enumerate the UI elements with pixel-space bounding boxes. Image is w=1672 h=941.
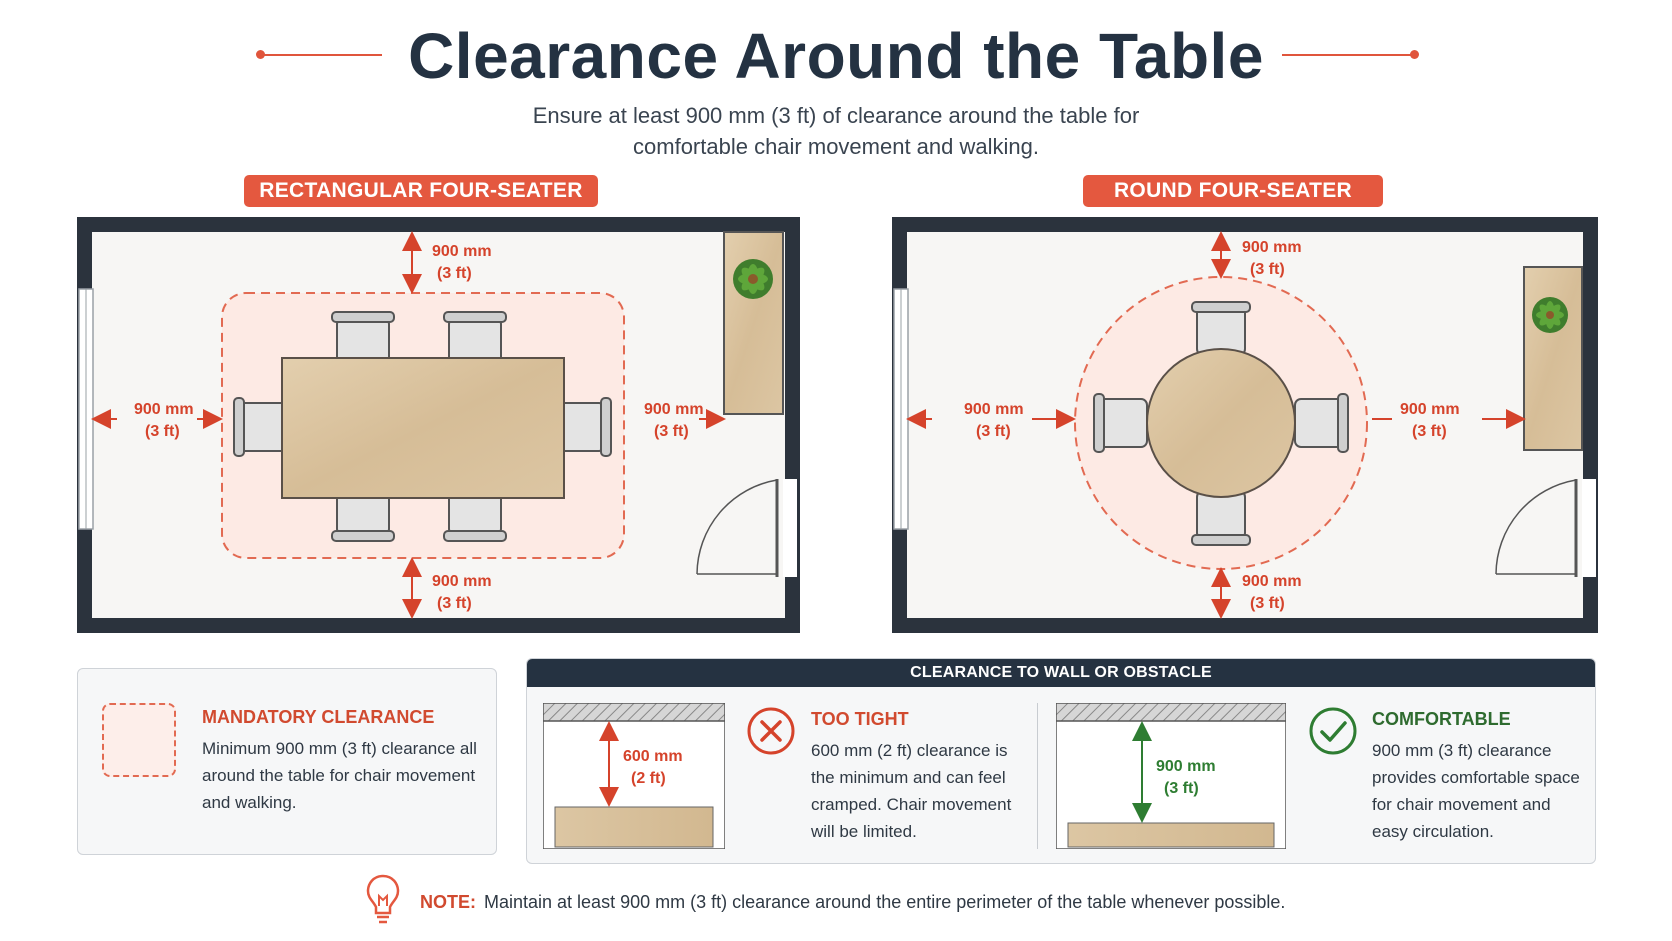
comfortable-heading: COMFORTABLE [1372, 709, 1511, 729]
rect-top-dim-ft: (3 ft) [437, 265, 472, 282]
plant-icon [1532, 297, 1568, 333]
rect-top-dim-mm: 900 mm [432, 243, 492, 260]
round-right-dim-mm: 900 mm [1400, 401, 1460, 418]
title-dot-left [256, 50, 265, 59]
page-title: Clearance Around the Table [408, 20, 1264, 92]
note-text: Maintain at least 900 mm (3 ft) clearanc… [484, 892, 1286, 912]
note-label: NOTE: [420, 892, 476, 912]
case-divider [1037, 703, 1038, 849]
tight-body: 600 mm (2 ft) clearance is the minimum a… [811, 741, 1012, 841]
rect-bottom-dim-mm: 900 mm [432, 573, 492, 590]
legend-heading: MANDATORY CLEARANCE [202, 707, 435, 727]
door-swing-icon [1495, 479, 1577, 575]
rect-right-dim-mm: 900 mm [644, 401, 704, 418]
round-left-dim-ft: (3 ft) [976, 423, 1011, 440]
subtitle-line-2: comfortable chair movement and walking. [633, 134, 1039, 159]
comfortable-dim-mm: 900 mm [1156, 758, 1216, 775]
tight-diagram: 600 mm (2 ft) [543, 703, 725, 849]
footer-note: NOTE: Maintain at least 900 mm (3 ft) cle… [420, 892, 1285, 913]
rect-left-dim-mm: 900 mm [134, 401, 194, 418]
plant-icon [733, 259, 773, 299]
wall-panel-header: CLEARANCE TO WALL OR OBSTACLE [527, 659, 1595, 687]
round-bottom-dim-ft: (3 ft) [1250, 595, 1285, 612]
check-circle-icon [1309, 707, 1357, 755]
rect-left-dim-ft: (3 ft) [145, 423, 180, 440]
lightbulb-icon [366, 874, 400, 924]
comfortable-diagram: 900 mm (3 ft) [1056, 703, 1286, 849]
round-bottom-dim-mm: 900 mm [1242, 573, 1302, 590]
round-top-dim-ft: (3 ft) [1250, 261, 1285, 278]
round-top-dim-mm: 900 mm [1242, 239, 1302, 256]
title-deco-right [1282, 54, 1412, 56]
rect-label: RECTANGULAR FOUR-SEATER [244, 175, 598, 207]
tight-dim-ft: (2 ft) [631, 770, 666, 787]
rect-bottom-dim-ft: (3 ft) [437, 595, 472, 612]
tight-dim-mm: 600 mm [623, 748, 683, 765]
rect-right-dim-ft: (3 ft) [654, 423, 689, 440]
wall-clearance-panel: CLEARANCE TO WALL OR OBSTACLE 600 mm (2 … [526, 658, 1596, 864]
clearance-swatch [102, 703, 176, 777]
clearance-legend: MANDATORY CLEARANCE Minimum 900 mm (3 ft… [77, 668, 497, 855]
page-subtitle: Ensure at least 900 mm (3 ft) of clearan… [436, 100, 1236, 162]
comfortable-dim-ft: (3 ft) [1164, 780, 1199, 797]
title-dot-right [1410, 50, 1419, 59]
round-floor-plan: 900 mm (3 ft) 900 mm (3 ft) 900 mm (3 ft… [892, 217, 1598, 633]
round-left-dim-mm: 900 mm [964, 401, 1024, 418]
subtitle-line-1: Ensure at least 900 mm (3 ft) of clearan… [532, 103, 1140, 128]
comfortable-body: 900 mm (3 ft) clearance provides comfort… [1372, 741, 1580, 841]
title-deco-left [258, 54, 382, 56]
x-circle-icon [747, 707, 795, 755]
round-right-dim-ft: (3 ft) [1412, 423, 1447, 440]
legend-body: Minimum 900 mm (3 ft) clearance all arou… [202, 739, 477, 812]
round-label: ROUND FOUR-SEATER [1083, 175, 1383, 207]
rect-floor-plan: 900 mm (3 ft) 900 mm (3 ft) 900 mm (3 ft… [77, 217, 800, 633]
tight-heading: TOO TIGHT [811, 709, 909, 729]
door-swing-icon [696, 479, 778, 575]
